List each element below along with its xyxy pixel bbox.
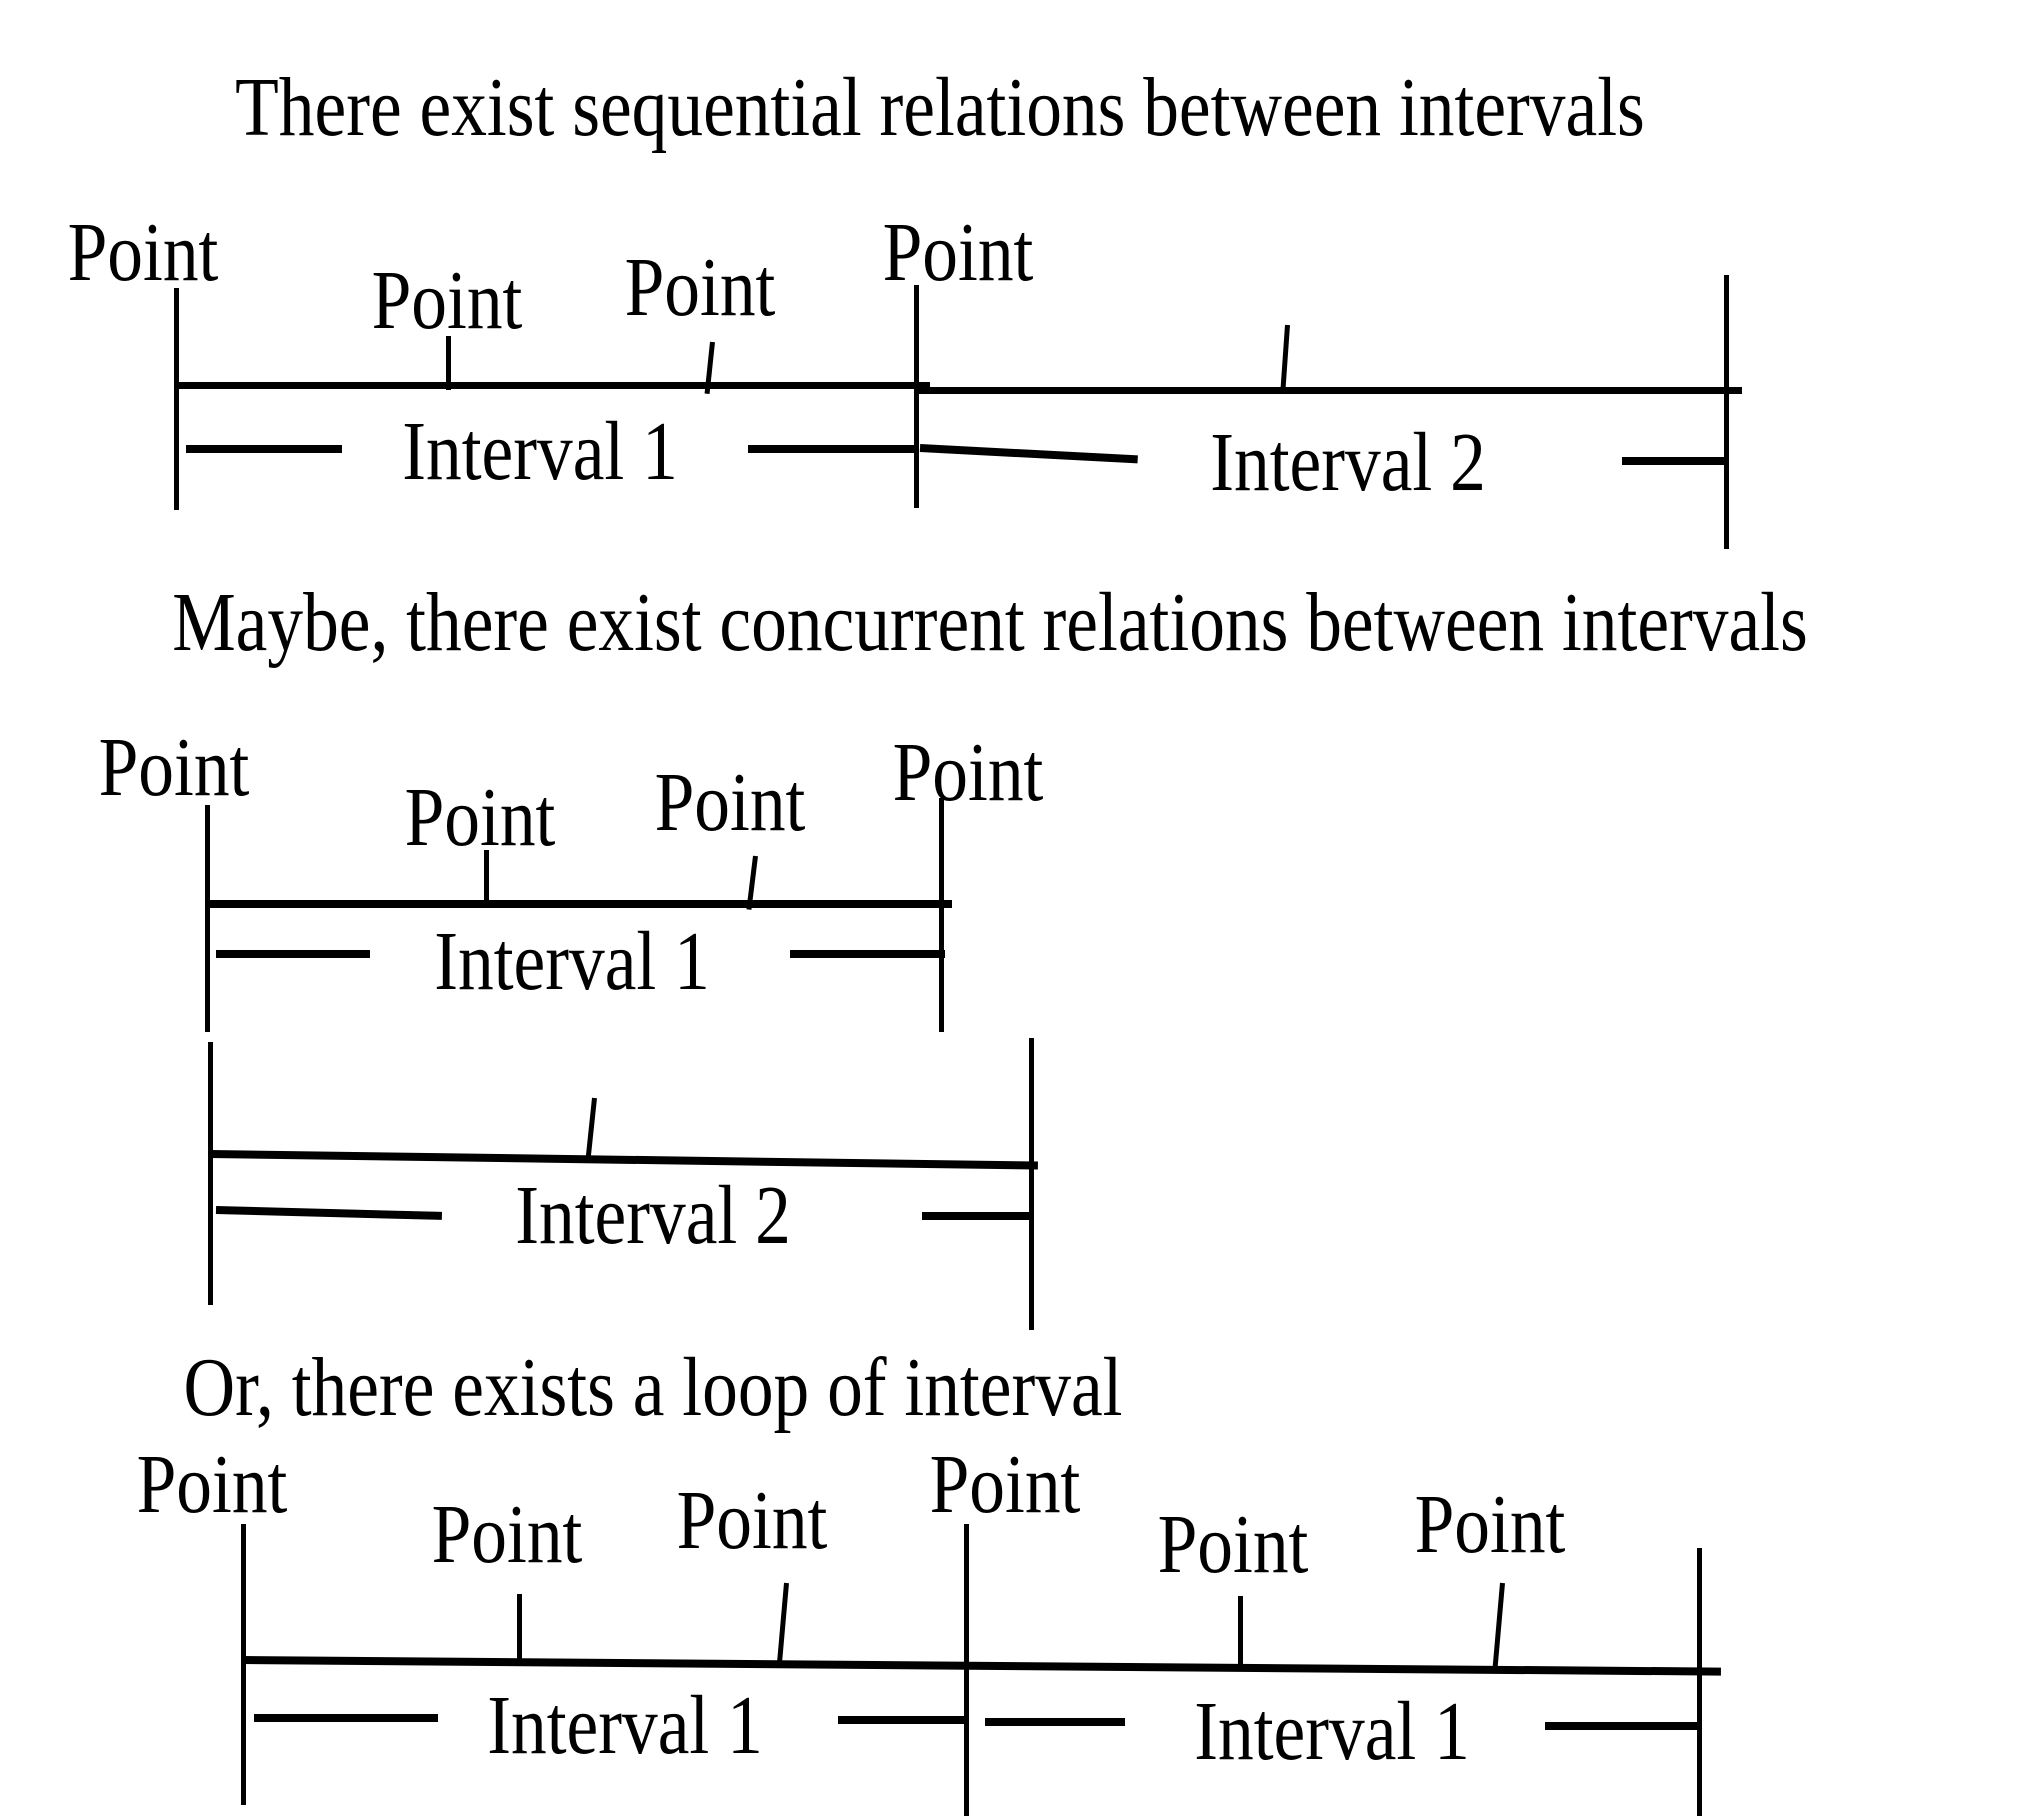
point-label: Point <box>1414 1478 1566 1571</box>
point-tick <box>484 850 489 906</box>
point-label: Point <box>676 1474 828 1567</box>
interval-label: Interval 2 <box>515 1169 791 1262</box>
point-tick <box>517 1594 522 1662</box>
interval-bracket-dash <box>254 1714 438 1722</box>
end-endpoint-line <box>1697 1548 1702 1816</box>
timeline-line <box>918 387 1742 394</box>
point-label: Point <box>371 254 523 347</box>
point-label: Point <box>136 1438 288 1531</box>
end-endpoint-line <box>1029 1038 1034 1330</box>
timeline-line <box>176 382 930 389</box>
point-tick <box>777 1582 789 1663</box>
middle-endpoint-line <box>914 285 919 508</box>
interval-bracket-dash <box>216 950 370 958</box>
start-endpoint-line <box>174 288 179 510</box>
point-label: Point <box>404 771 556 864</box>
start-endpoint-line <box>208 1042 213 1305</box>
interval-label: Interval 1 <box>487 1679 763 1772</box>
interval-bracket-dash <box>1545 1722 1700 1730</box>
interval-bracket-dash <box>748 445 916 453</box>
point-label: Point <box>654 756 806 849</box>
interval-label: Interval 2 <box>1210 416 1486 509</box>
end-endpoint-line <box>1724 275 1729 549</box>
point-tick <box>1492 1582 1505 1667</box>
section-title: Maybe, there exist concurrent relations … <box>172 576 1808 669</box>
interval-bracket-dash <box>838 1716 968 1724</box>
interval-bracket-dash <box>1622 457 1728 465</box>
point-label: Point <box>892 726 1044 819</box>
point-label: Point <box>882 206 1034 299</box>
point-label: Point <box>98 721 250 814</box>
start-endpoint-line <box>205 805 210 1032</box>
interval-bracket-dash <box>985 1718 1125 1726</box>
interval-bracket-dash <box>922 1212 1032 1220</box>
point-label: Point <box>624 241 776 334</box>
middle-endpoint-line <box>964 1524 969 1816</box>
interval-label: Interval 1 <box>434 915 710 1008</box>
interval-bracket-dash <box>186 445 342 453</box>
point-tick <box>446 336 451 390</box>
timeline-line <box>242 1656 1721 1676</box>
interval-label: Interval 1 <box>1194 1685 1470 1778</box>
interval-bracket-dash <box>790 950 945 958</box>
start-endpoint-line <box>241 1524 246 1805</box>
section-title: Or, there exists a loop of interval <box>183 1341 1123 1434</box>
point-label: Point <box>929 1438 1081 1531</box>
point-label: Point <box>431 1488 583 1581</box>
point-label: Point <box>67 206 219 299</box>
end-endpoint-line <box>939 798 944 1032</box>
point-tick <box>1238 1596 1243 1666</box>
interval-label: Interval 1 <box>402 405 678 498</box>
section-title: There exist sequential relations between… <box>235 61 1645 154</box>
point-label: Point <box>1157 1498 1309 1591</box>
timeline-line <box>207 900 952 908</box>
